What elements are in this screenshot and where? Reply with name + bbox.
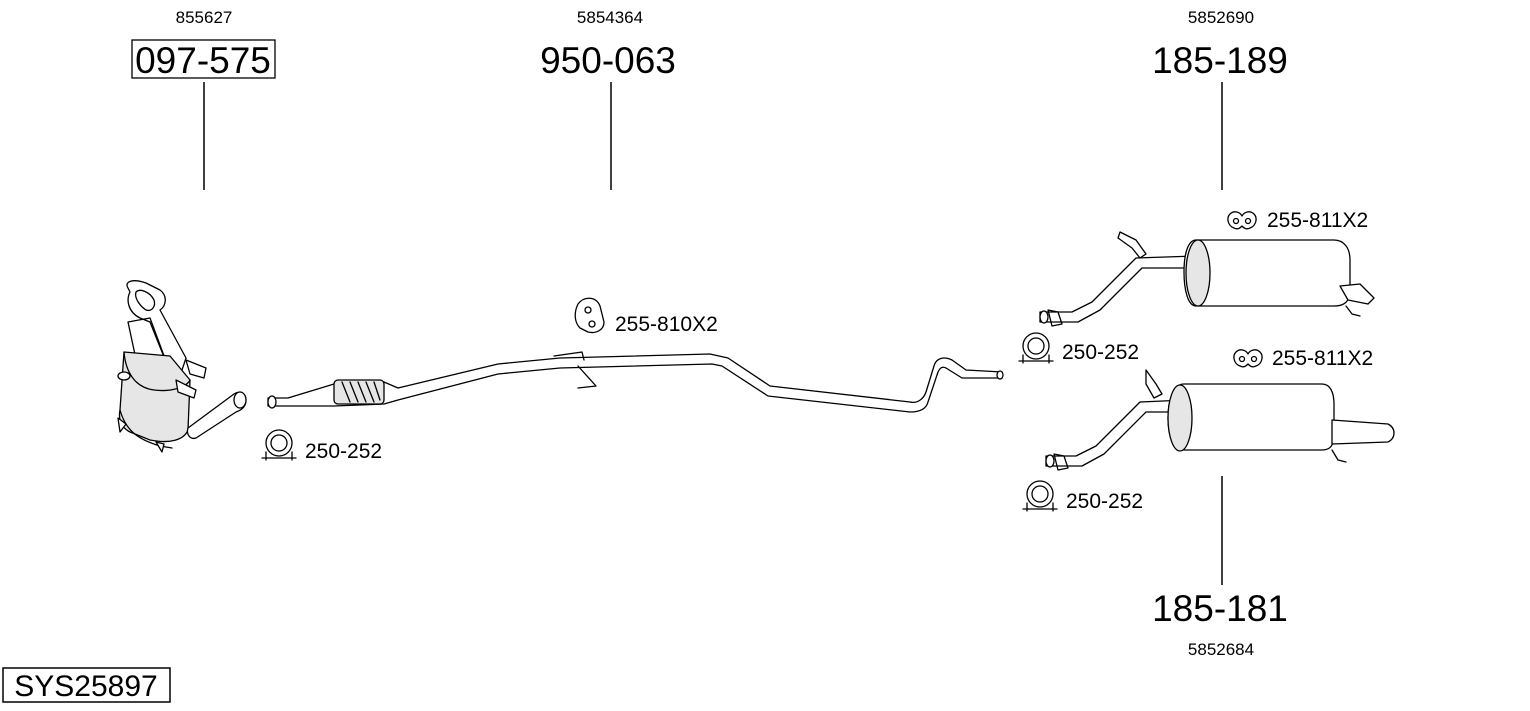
part-number-rear-silencer-b[interactable]: 185-181 — [1152, 588, 1288, 629]
oe-number-middle-pipe: 5854364 — [577, 8, 643, 27]
part-number-catalyst[interactable]: 097-575 — [135, 40, 271, 81]
clamp-icon — [261, 429, 297, 461]
oe-number-rear-silencer-b: 5852684 — [1188, 640, 1254, 659]
rear-silencer-a-drawing[interactable] — [1039, 231, 1375, 327]
rubber-hanger-icon — [574, 297, 605, 334]
accessory-mount-silencer-a[interactable]: 255-811X2 — [1227, 209, 1368, 232]
part-number-middle-pipe[interactable]: 950-063 — [540, 40, 676, 81]
accessory-hanger-middle[interactable]: 255-810X2 — [574, 297, 718, 336]
middle-pipe-drawing[interactable] — [267, 351, 1004, 413]
clamp-icon — [1022, 480, 1058, 512]
accessory-clamp-silencer-b[interactable]: 250-252 — [1022, 480, 1143, 513]
clamp-icon — [1018, 332, 1054, 364]
accessory-code: 250-252 — [1062, 341, 1139, 364]
catalytic-converter-drawing[interactable] — [117, 280, 247, 453]
rubber-mount-icon — [1233, 349, 1263, 368]
rear-silencer-b-drawing[interactable] — [1045, 369, 1395, 471]
system-code: SYS25897 — [14, 670, 157, 703]
part-number-box — [131, 39, 276, 79]
system-code-box — [2, 667, 171, 703]
accessory-clamp-silencer-a[interactable]: 250-252 — [1018, 332, 1139, 364]
oe-number-rear-silencer-a: 5852690 — [1188, 8, 1254, 27]
accessory-code: 250-252 — [305, 440, 382, 463]
part-number-rear-silencer-a[interactable]: 185-189 — [1152, 40, 1288, 81]
oe-number-catalyst: 855627 — [176, 8, 233, 27]
accessory-code: 255-810X2 — [615, 313, 718, 336]
accessory-code: 255-811X2 — [1267, 209, 1368, 232]
accessory-code: 255-811X2 — [1272, 347, 1373, 370]
accessory-clamp-catalyst[interactable]: 250-252 — [261, 429, 382, 463]
rubber-mount-icon — [1227, 211, 1257, 230]
accessory-mount-silencer-b[interactable]: 255-811X2 — [1233, 347, 1373, 370]
accessory-code: 250-252 — [1066, 490, 1143, 513]
